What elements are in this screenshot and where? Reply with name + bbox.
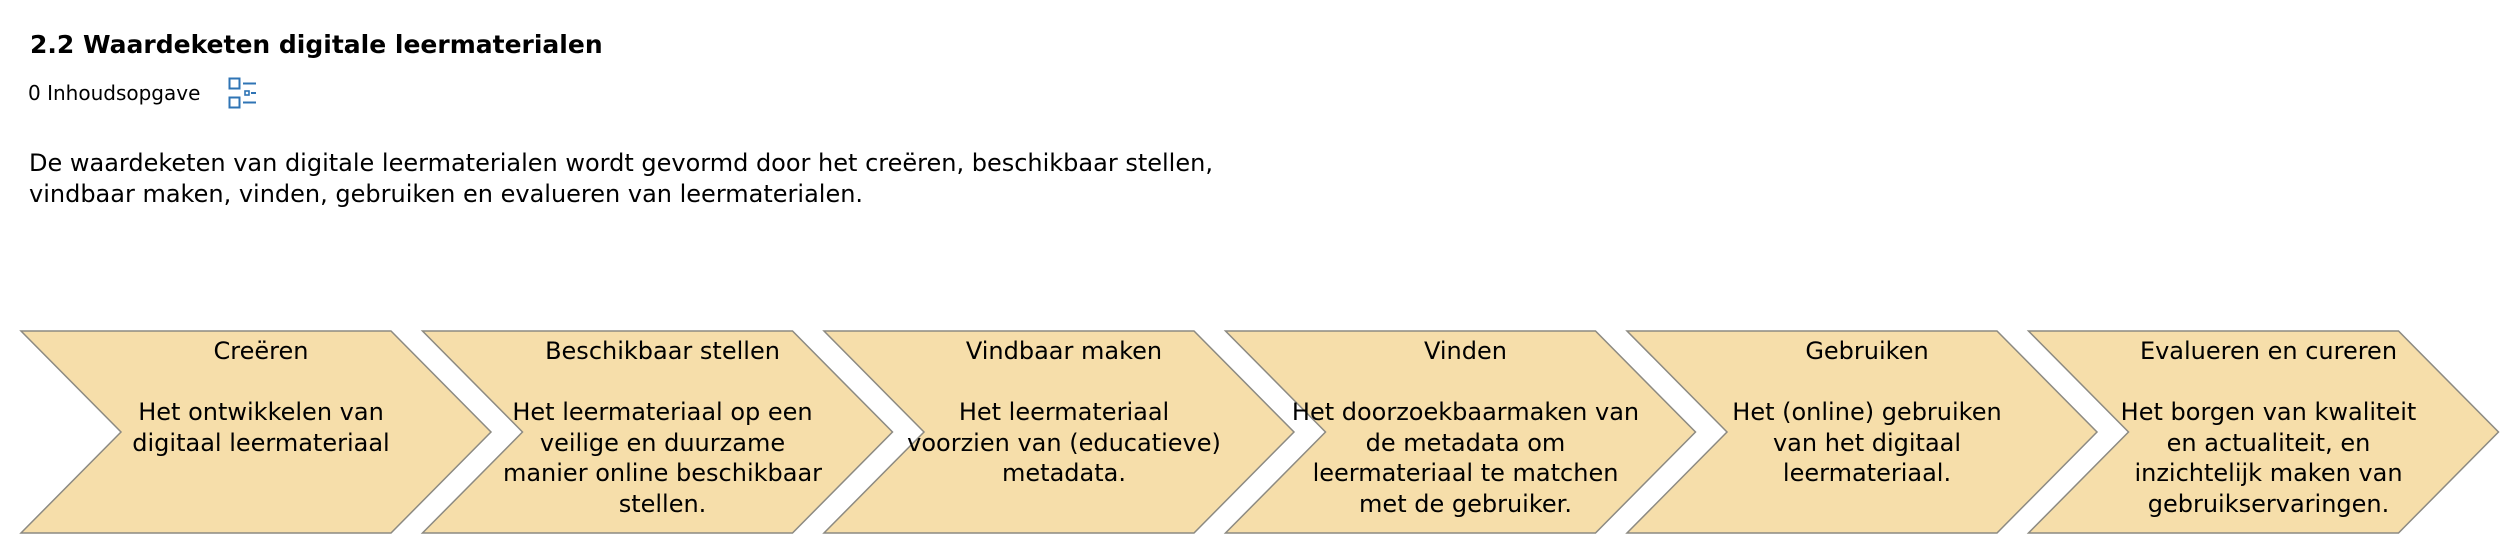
intro-paragraph: De waardeketen van digitale leermaterial… xyxy=(29,148,1269,210)
chevron-step-2 xyxy=(420,330,894,534)
step-description-line: digitaal leermateriaal xyxy=(132,428,390,457)
table-of-contents-icon-svg xyxy=(228,77,257,109)
toc-link[interactable]: 0 Inhoudsopgave xyxy=(28,81,201,105)
step-spacer xyxy=(81,367,441,398)
step-description-line: Het (online) gebruiken xyxy=(1732,398,2002,426)
step-description-line: de metadata om xyxy=(1365,428,1566,457)
step-title: Evalueren en cureren xyxy=(2139,337,2398,365)
intro-line-2: vindbaar maken, vinden, gebruiken en eva… xyxy=(29,180,864,208)
chevron-step-6 xyxy=(2026,330,2500,534)
step-title: Vindbaar maken xyxy=(965,337,1163,365)
step-description-line: Het doorzoekbaarmaken van xyxy=(1291,398,1640,426)
page-title: 2.2 Waardeketen digitale leermaterialen xyxy=(30,30,603,59)
chevron-step-1 xyxy=(19,330,493,534)
step-description-line: inzichtelijk maken van xyxy=(2134,459,2403,487)
step-spacer xyxy=(884,367,1244,398)
step-spacer xyxy=(2089,367,2449,398)
step-spacer xyxy=(1687,367,2047,398)
table-of-contents-icon[interactable] xyxy=(228,77,258,109)
step-description-line: met de gebruiker. xyxy=(1359,489,1572,518)
step-description-line: en actualiteit, en xyxy=(2166,428,2371,457)
chevron-step-5 xyxy=(1625,330,2099,534)
step-description-line: metadata. xyxy=(1002,459,1126,487)
step-description-line: stellen. xyxy=(618,489,707,518)
step-description-line: manier online beschikbaar xyxy=(502,459,823,487)
step-title: Vinden xyxy=(1424,337,1507,365)
step-spacer xyxy=(1286,367,1646,398)
step-description-line: Het leermateriaal op een xyxy=(512,398,813,426)
step-spacer xyxy=(483,367,843,398)
step-description-line: voorzien van (educatieve) xyxy=(907,428,1221,457)
step-title: Gebruiken xyxy=(1805,337,1929,365)
chevron-step-3 xyxy=(822,330,1296,534)
chevron-step-4 xyxy=(1223,330,1697,534)
step-title: Beschikbaar stellen xyxy=(545,337,780,365)
step-description-line: veilige en duurzame xyxy=(539,428,786,457)
intro-line-1: De waardeketen van digitale leermaterial… xyxy=(29,149,1213,177)
step-description-line: Het leermateriaal xyxy=(958,398,1170,426)
step-description-line: leermateriaal te matchen xyxy=(1312,459,1619,487)
step-description-line: gebruikservaringen. xyxy=(2147,489,2390,518)
step-description-line: leermateriaal. xyxy=(1782,459,1952,487)
toc-row: 0 Inhoudsopgave xyxy=(28,76,258,110)
step-description-line: Het ontwikkelen van xyxy=(138,398,384,426)
step-description-line: van het digitaal xyxy=(1772,428,1962,457)
step-title: Creëren xyxy=(213,337,309,365)
step-description-line: Het borgen van kwaliteit xyxy=(2120,398,2417,426)
